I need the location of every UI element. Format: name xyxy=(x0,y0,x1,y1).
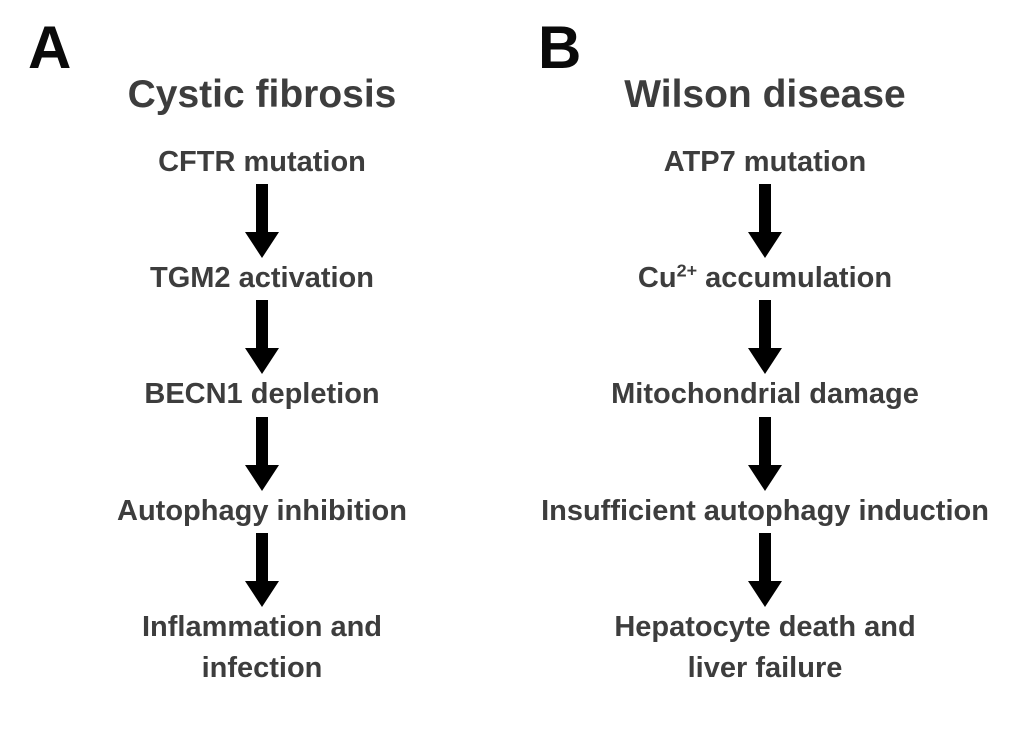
node-cu-base: Cu xyxy=(637,262,677,295)
arrow-down-icon xyxy=(748,416,782,491)
panel-a: A Cystic fibrosis CFTR mutation TGM2 act… xyxy=(0,14,510,689)
node-atp7-mutation: ATP7 mutation xyxy=(663,146,867,179)
arrow-down-icon xyxy=(748,184,782,259)
panel-a-title: Cystic fibrosis xyxy=(127,73,397,116)
arrow-down-icon xyxy=(748,300,782,375)
arrow-down-icon xyxy=(245,532,279,607)
arrow-down-icon xyxy=(245,416,279,491)
arrow-down-icon xyxy=(245,184,279,259)
panel-letter-b: B xyxy=(538,14,582,81)
flowchart-b: Wilson disease ATP7 mutation Cu2+ accumu… xyxy=(510,73,1020,689)
node-autophagy-inhibition: Autophagy inhibition xyxy=(117,494,407,527)
node-insufficient-autophagy-induction: Insufficient autophagy induction xyxy=(541,494,989,527)
node-mitochondrial-damage: Mitochondrial damage xyxy=(611,378,919,411)
node-cu-accumulation: Cu2+ accumulation xyxy=(638,258,892,299)
arrow-down-icon xyxy=(245,300,279,375)
node-hepatocyte-death-liver-failure: Hepatocyte death and liver failure xyxy=(614,610,916,684)
node-cftr-mutation: CFTR mutation xyxy=(158,146,366,179)
panel-b: B Wilson disease ATP7 mutation Cu2+ accu… xyxy=(510,0,1020,737)
node-cu-charge: 2+ xyxy=(676,260,698,281)
flowchart-a: Cystic fibrosis CFTR mutation TGM2 activ… xyxy=(0,73,510,689)
node-inflammation-and-infection: Inflammation and infection xyxy=(141,610,383,684)
panel-letter-a: A xyxy=(28,14,72,81)
panel-b-title: Wilson disease xyxy=(624,73,906,116)
node-cu-tail: accumulation xyxy=(697,262,893,295)
arrow-down-icon xyxy=(748,532,782,607)
node-tgm2-activation: TGM2 activation xyxy=(150,262,374,295)
node-becn1-depletion: BECN1 depletion xyxy=(144,378,380,411)
